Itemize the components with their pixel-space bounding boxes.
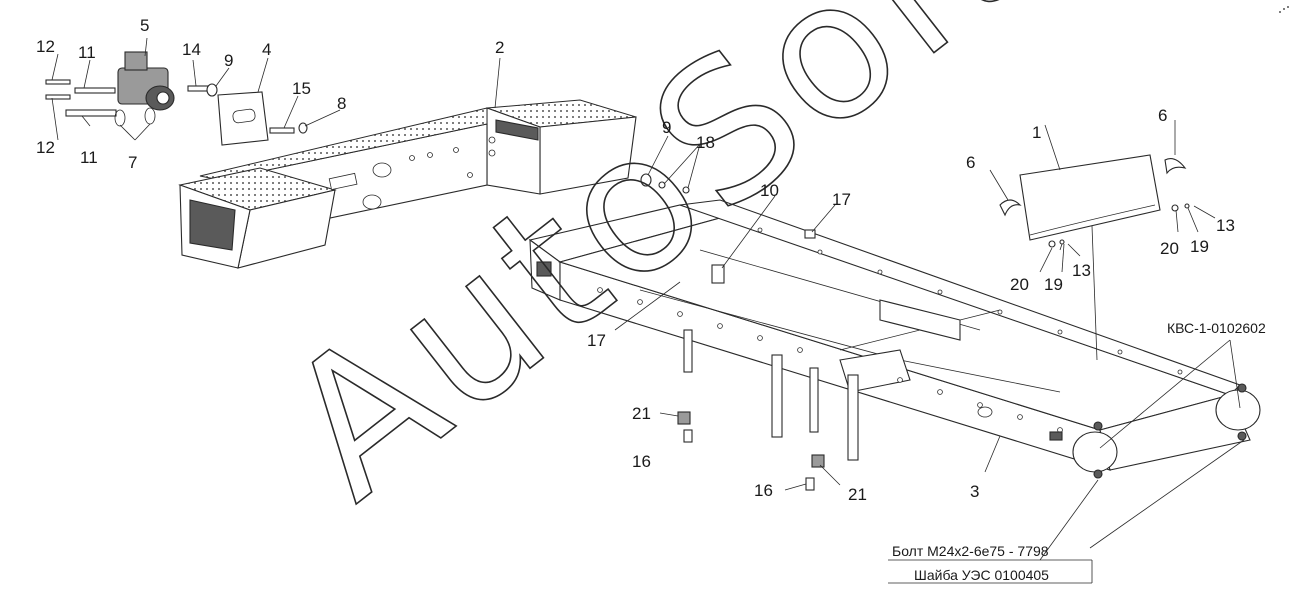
- callout-12: 12: [36, 37, 55, 56]
- callout-7: 7: [128, 153, 137, 172]
- callout-8: 8: [337, 94, 346, 113]
- callout-16: 16: [754, 481, 773, 500]
- callout-5: 5: [140, 16, 149, 35]
- callout-17: 17: [832, 190, 851, 209]
- callout-3: 3: [970, 482, 979, 501]
- part-5-cylinder: [117, 37, 175, 111]
- callout-20: 20: [1160, 239, 1179, 258]
- callout-11: 11: [80, 148, 98, 167]
- callout-15: 15: [292, 79, 311, 98]
- assembly-code: КВС-1-0102602: [1167, 320, 1266, 336]
- washer-spec: Шайба УЭС 0100405: [914, 567, 1049, 583]
- callout-1: 1: [1032, 123, 1041, 142]
- callout-2: 2: [495, 38, 504, 57]
- bolt-spec: Болт М24х2-6е75 - 7798: [892, 543, 1049, 559]
- callout-12: 12: [36, 138, 55, 157]
- part-4-bracket: [217, 91, 269, 146]
- watermark-text: AutoSoft: [247, 0, 1064, 540]
- callout-6: 6: [966, 153, 975, 172]
- callout-18: 18: [696, 133, 715, 152]
- callout-13: 13: [1216, 216, 1235, 235]
- callout-4: 4: [262, 40, 271, 59]
- callout-11: 11: [78, 43, 96, 62]
- part-1-plate: [999, 154, 1190, 361]
- callout-10: 10: [760, 181, 779, 200]
- callout-20: 20: [1010, 275, 1029, 294]
- callout-13: 13: [1072, 261, 1091, 280]
- part-3-main-frame: [528, 199, 1261, 479]
- callout-17: 17: [587, 331, 606, 350]
- rail-holes: [597, 227, 1183, 441]
- callout-9: 9: [224, 51, 233, 70]
- watermark: AutoSoft: [246, 0, 1065, 541]
- callout-9: 9: [662, 118, 671, 137]
- small-hardware: [45, 79, 825, 491]
- callout-19: 19: [1044, 275, 1063, 294]
- notes: КВС-1-0102602 Болт М24х2-6е75 - 7798 Шай…: [892, 320, 1266, 583]
- callout-21: 21: [848, 485, 867, 504]
- callout-19: 19: [1190, 237, 1209, 256]
- corner-mark: [1279, 6, 1289, 13]
- leader-lines: [51, 53, 1245, 584]
- callouts: 12 11 5 14 9 4 15 8 2 12 11 7 9 18 10 17…: [36, 16, 1235, 504]
- callout-6: 6: [1158, 106, 1167, 125]
- part-2-upper-platform: [178, 99, 637, 269]
- callout-16: 16: [632, 452, 651, 471]
- callout-21: 21: [632, 404, 651, 423]
- callout-14: 14: [182, 40, 201, 59]
